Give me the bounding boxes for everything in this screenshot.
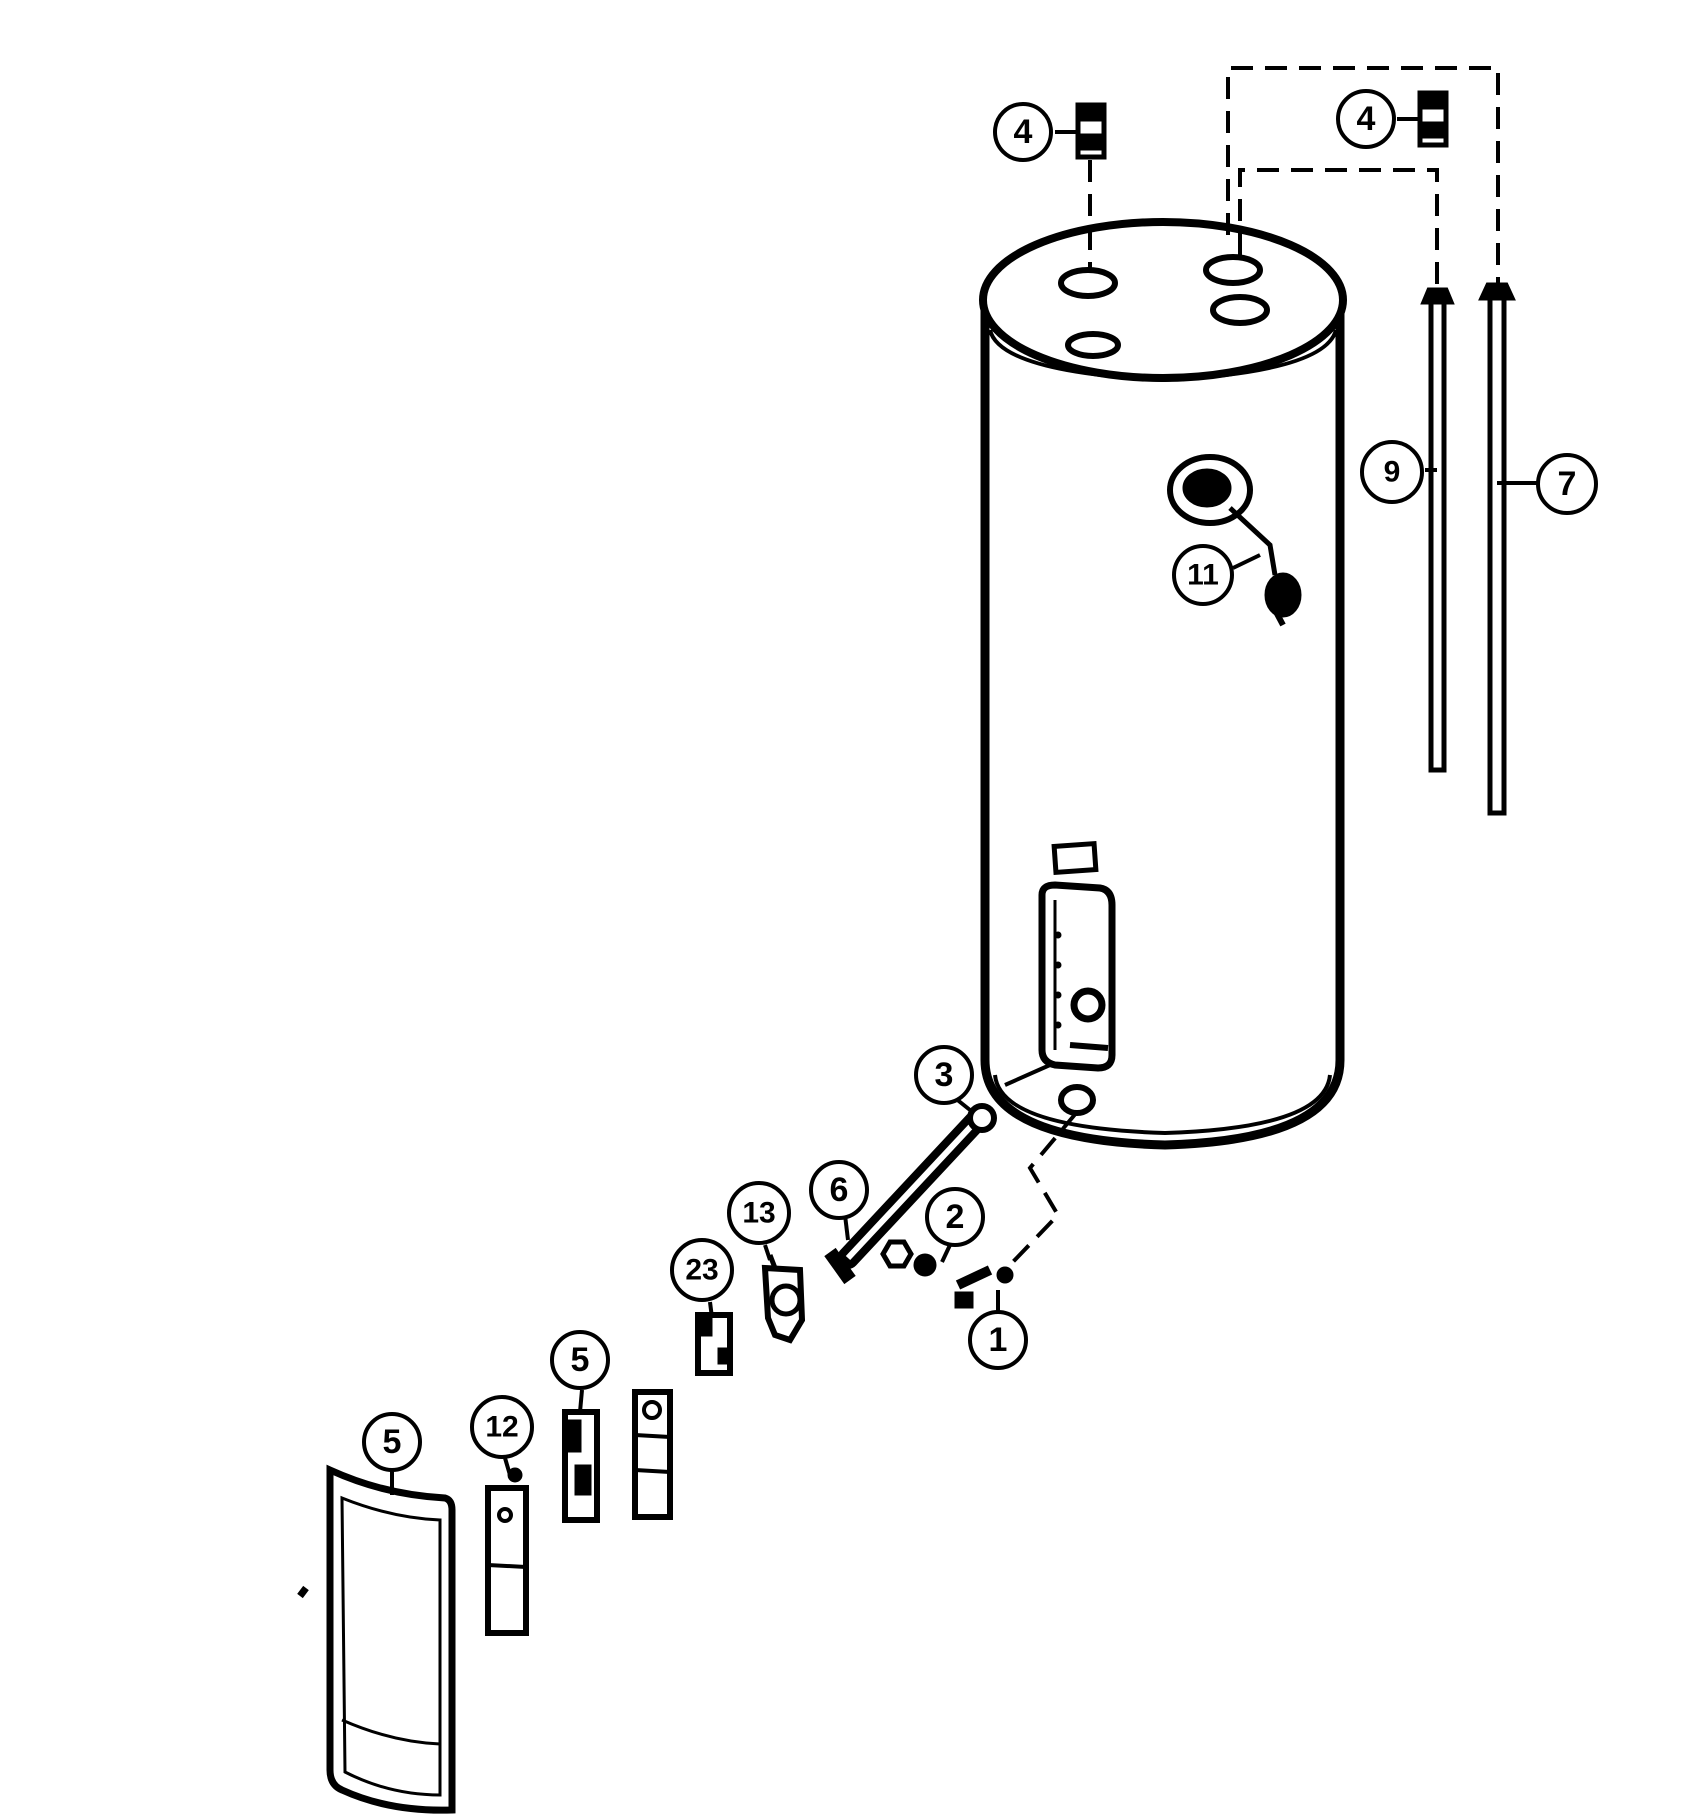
anode-rod-10: [1428, 297, 1447, 773]
top-fitting-front: [1065, 331, 1121, 359]
nipples: [1075, 90, 1449, 160]
thermostat-bracket: [761, 1254, 806, 1344]
assembly-lines: [1008, 66, 1500, 1267]
drain-valve: [880, 1239, 1014, 1309]
relief-valve: [1228, 506, 1302, 627]
callout-9: 7: [1536, 453, 1598, 515]
svg-text:3: 3: [935, 1056, 954, 1094]
svg-text:9: 9: [1384, 456, 1401, 489]
tank-top-rim: [988, 329, 1338, 383]
access-cover: [297, 1464, 456, 1814]
svg-text:5: 5: [383, 1423, 402, 1461]
callout-5: 5: [362, 1412, 422, 1472]
callouts: 4 4 9 7 11 3 6 2: [362, 89, 1598, 1472]
top-fitting-right-lower: [1210, 294, 1270, 326]
access-panel-opening: [1038, 881, 1116, 1072]
callout-13: 13: [727, 1181, 791, 1245]
svg-text:13: 13: [742, 1197, 775, 1230]
tank-top: [979, 218, 1347, 382]
callout-2: 2: [925, 1187, 985, 1247]
element-gasket: [967, 1103, 997, 1133]
callout-12: 12: [470, 1395, 534, 1459]
thermostat-12: [485, 1467, 529, 1636]
anode-rod-9: [1487, 295, 1507, 816]
svg-text:1: 1: [989, 1321, 1008, 1359]
drain-nut: [880, 1239, 914, 1269]
svg-text:12: 12: [485, 1411, 518, 1444]
callout-3: 3: [914, 1045, 974, 1105]
callout-1: 1: [968, 1310, 1028, 1370]
tank-body: [980, 300, 1345, 1150]
callout-10: 9: [1360, 440, 1424, 504]
svg-text:11: 11: [1187, 559, 1219, 592]
callout-7: 5: [550, 1330, 610, 1390]
thermostat-23: [695, 1312, 733, 1376]
callout-4-right: 4: [1336, 89, 1396, 149]
callout-6: 6: [809, 1160, 869, 1220]
heating-element: [824, 1103, 997, 1285]
svg-text:6: 6: [830, 1171, 849, 1209]
relief-valve-plug: [1182, 468, 1232, 508]
leader-lines: [390, 117, 1537, 1495]
callout-4-left: 4: [993, 102, 1053, 162]
svg-text:7: 7: [1558, 465, 1577, 503]
svg-text:4: 4: [1014, 113, 1033, 151]
drain-washer: [913, 1253, 937, 1277]
label-plate: [1051, 840, 1099, 876]
tank-bottom-rim: [993, 1074, 1332, 1136]
thermostat-7: [562, 1409, 600, 1523]
svg-text:5: 5: [571, 1341, 590, 1379]
top-fitting-right-upper: [1203, 254, 1263, 286]
element-fitting: [1070, 987, 1106, 1023]
limit-switch: [632, 1389, 673, 1520]
relief-valve-opening: [1167, 454, 1253, 526]
svg-text:2: 2: [946, 1198, 965, 1236]
callout-23: 23: [670, 1238, 734, 1302]
tank: [979, 218, 1347, 1150]
anode-rods: [1420, 282, 1516, 816]
svg-text:4: 4: [1357, 100, 1376, 138]
callout-11: 11: [1172, 544, 1234, 606]
svg-text:23: 23: [685, 1254, 718, 1287]
